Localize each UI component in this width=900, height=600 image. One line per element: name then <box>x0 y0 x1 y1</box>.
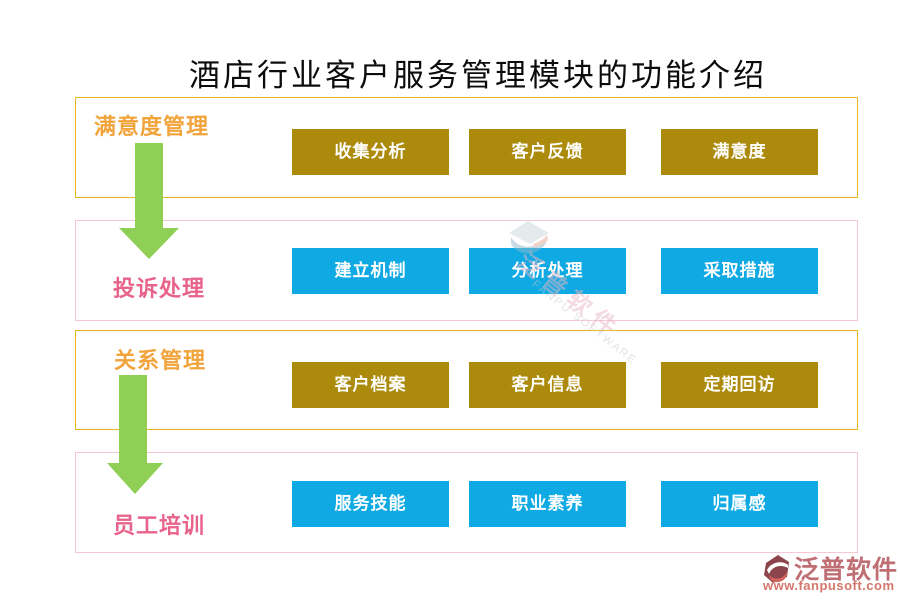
feature-button: 客户档案 <box>292 362 449 408</box>
feature-button: 采取措施 <box>661 248 818 294</box>
feature-button: 客户反馈 <box>469 129 626 175</box>
section-label: 关系管理 <box>114 348 207 373</box>
down-arrow-icon <box>119 375 147 463</box>
section-label: 投诉处理 <box>113 276 206 301</box>
section-satisfaction-management: 满意度管理 收集分析 客户反馈 满意度 <box>75 97 858 198</box>
brand-name: 泛普软件 <box>794 557 899 584</box>
feature-button: 归属感 <box>661 481 818 527</box>
feature-button: 建立机制 <box>292 248 449 294</box>
down-arrow-icon <box>107 463 163 494</box>
feature-button: 服务技能 <box>292 481 449 527</box>
fanpu-logo-icon <box>764 555 789 583</box>
section-label: 员工培训 <box>113 513 206 538</box>
fanpu-brand-block: 泛普软件 www.fanpusoft.com <box>762 550 897 596</box>
section-relationship-management: 关系管理 客户档案 客户信息 定期回访 <box>75 330 858 430</box>
section-label: 满意度管理 <box>94 114 210 139</box>
feature-button: 收集分析 <box>292 129 449 175</box>
feature-button: 客户信息 <box>469 362 626 408</box>
down-arrow-icon <box>119 228 179 259</box>
feature-button: 分析处理 <box>469 248 626 294</box>
section-complaint-handling: 投诉处理 建立机制 分析处理 采取措施 <box>75 220 858 321</box>
down-arrow-icon <box>135 143 163 228</box>
feature-button: 满意度 <box>661 129 818 175</box>
section-employee-training: 员工培训 服务技能 职业素养 归属感 <box>75 452 858 553</box>
feature-button: 定期回访 <box>661 362 818 408</box>
feature-button: 职业素养 <box>469 481 626 527</box>
brand-url: www.fanpusoft.com <box>763 578 895 593</box>
page-title: 酒店行业客户服务管理模块的功能介绍 <box>189 58 767 93</box>
